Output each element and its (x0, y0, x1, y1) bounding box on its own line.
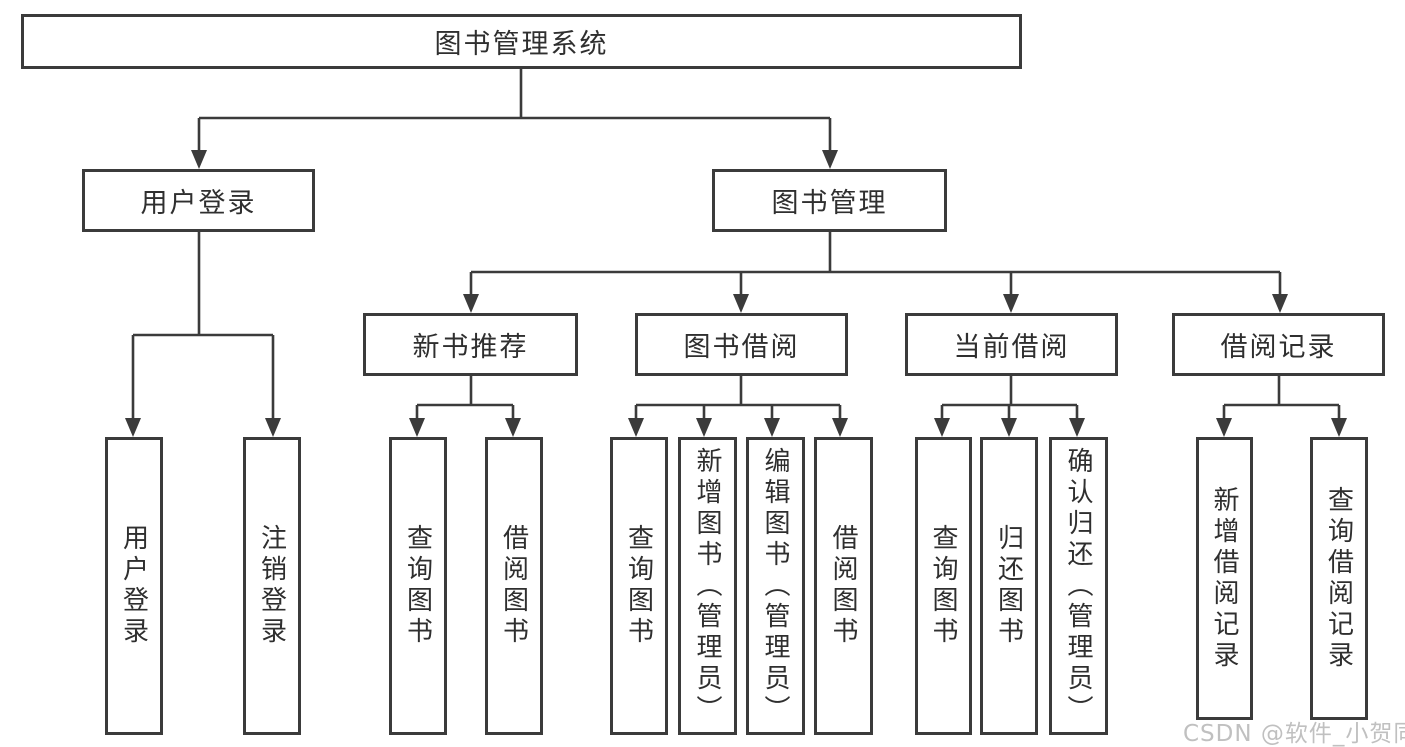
arrow-down-icon (1331, 418, 1347, 437)
arrowheads (125, 150, 1347, 437)
node-current-borrowing: 当前借阅 (905, 313, 1118, 376)
arrow-down-icon (1001, 418, 1017, 437)
arrow-down-icon (832, 418, 848, 437)
node-book-borrowing: 图书借阅 (635, 313, 848, 376)
leaf-logout-login: 注销登录 (243, 437, 301, 735)
arrow-down-icon (1003, 294, 1019, 313)
arrow-down-icon (191, 150, 207, 169)
arrow-down-icon (934, 418, 950, 437)
node-root: 图书管理系统 (21, 14, 1022, 69)
arrow-down-icon (505, 418, 521, 437)
leaf-borrow-books-borrowing: 借阅图书 (814, 437, 873, 735)
arrow-down-icon (1272, 294, 1288, 313)
leaf-query-borrow-record: 查询借阅记录 (1310, 437, 1368, 720)
leaf-add-books-admin: 新增图书（管理员） (678, 437, 737, 735)
arrow-down-icon (1216, 418, 1232, 437)
leaf-add-borrow-record: 新增借阅记录 (1196, 437, 1253, 720)
connector (469, 232, 1282, 295)
leaf-query-books-recommend: 查询图书 (389, 437, 447, 735)
leaf-borrow-books-recommend: 借阅图书 (485, 437, 543, 735)
arrow-down-icon (822, 150, 838, 169)
arrow-down-icon (1069, 418, 1085, 437)
watermark: CSDN @软件_小贺同学 (1183, 721, 1405, 747)
node-book-management: 图书管理 (712, 169, 947, 232)
leaf-confirm-return-admin: 确认归还（管理员） (1049, 437, 1108, 735)
node-user-login: 用户登录 (82, 169, 315, 232)
arrow-down-icon (409, 418, 425, 437)
leaf-query-books-current: 查询图书 (915, 437, 972, 735)
connector (1222, 376, 1341, 420)
arrow-down-icon (463, 294, 479, 313)
leaf-user-login: 用户登录 (105, 437, 163, 735)
connector (940, 376, 1079, 420)
leaf-edit-books-admin: 编辑图书（管理员） (746, 437, 805, 735)
leaf-query-books-borrowing: 查询图书 (610, 437, 668, 735)
arrow-down-icon (733, 294, 749, 313)
connector (197, 69, 832, 152)
arrow-down-icon (764, 418, 780, 437)
connector (634, 376, 842, 420)
leaf-return-books: 归还图书 (980, 437, 1038, 735)
connector (415, 376, 515, 420)
arrow-down-icon (628, 418, 644, 437)
arrow-down-icon (696, 418, 712, 437)
node-new-book-recommend: 新书推荐 (363, 313, 578, 376)
node-borrowing-records: 借阅记录 (1172, 313, 1385, 376)
connector (131, 232, 275, 420)
arrow-down-icon (265, 418, 281, 437)
connector-lines (131, 69, 1341, 420)
arrow-down-icon (125, 418, 141, 437)
